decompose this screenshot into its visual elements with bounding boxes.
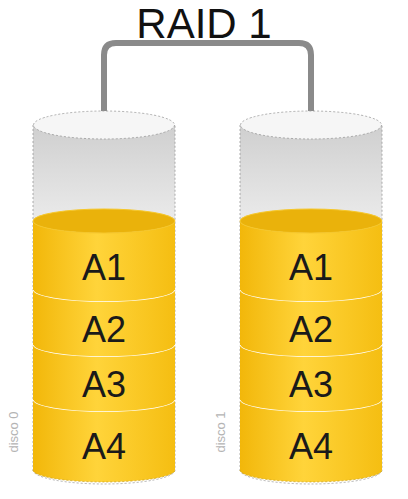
data-block: A4 [240,400,382,482]
disk-body [33,125,175,484]
data-block: A4 [33,400,175,482]
block-label: A3 [289,367,333,403]
band-fill [33,345,175,412]
data-block: A3 [33,345,175,412]
band-bottom [240,470,382,482]
fill-top-surface [240,209,382,233]
band-fill [240,345,382,412]
diagram-title: RAID 1 [0,0,408,48]
block-label: A2 [82,312,126,348]
disk-label: disco 1 [214,411,228,452]
block-label: A3 [82,367,126,403]
block-label: A1 [82,250,126,286]
block-label: A1 [289,250,333,286]
data-block: A2 [240,290,382,357]
disk-cylinder: disco 0A1A2A3A4 [33,111,175,484]
data-block: A3 [240,345,382,412]
disk-top [241,111,382,139]
data-block: A1 [33,221,175,302]
block-label: A2 [289,312,333,348]
data-block: A1 [240,221,382,302]
fill-top-surface [33,209,175,233]
block-label: A4 [289,429,333,465]
disk-cylinder: disco 1A1A2A3A4 [240,111,382,484]
band-fill [240,400,382,482]
data-block: A2 [33,290,175,357]
band-fill [240,290,382,357]
disk-top [34,111,175,139]
disk-label: disco 0 [7,411,21,452]
band-fill [33,290,175,357]
block-label: A4 [82,429,126,465]
band-bottom [33,470,175,482]
band-fill [33,400,175,482]
disk-body [240,125,382,484]
mirror-bracket [104,43,311,123]
